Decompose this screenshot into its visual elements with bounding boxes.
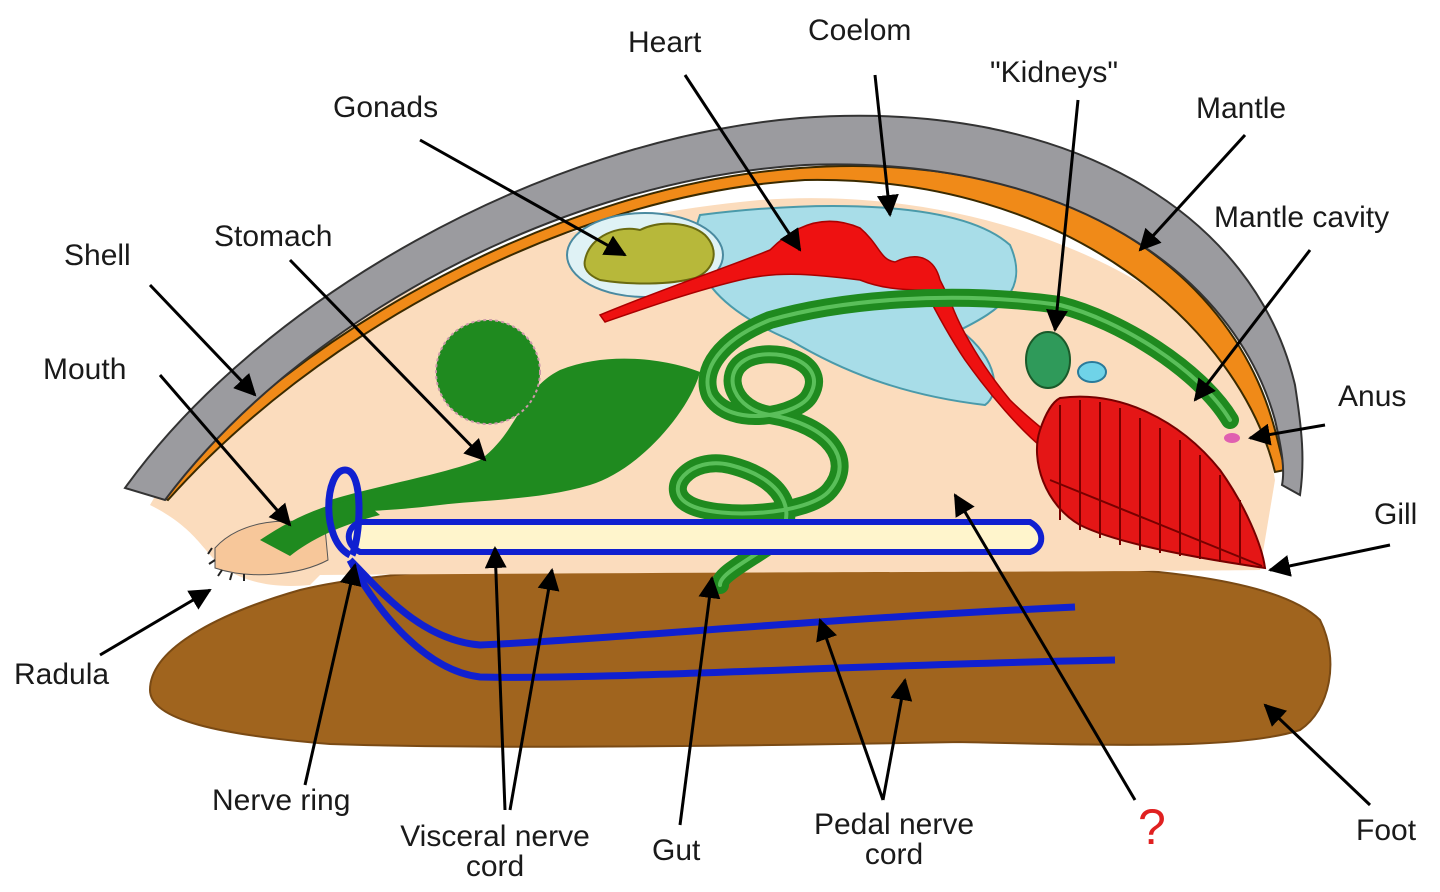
radula-teeth <box>207 547 245 581</box>
label-anus: Anus <box>1338 380 1407 413</box>
arrow-gonads <box>419 138 627 257</box>
label-pedal-line-2: cord <box>864 838 924 871</box>
arrow-stomach <box>288 258 487 462</box>
arrow-mantle-cavity <box>1193 249 1312 402</box>
label-coelom: Coelom <box>808 14 912 47</box>
label-shell: Shell <box>64 239 131 272</box>
arrow-mouth <box>158 374 292 527</box>
label-gill: Gill <box>1374 498 1418 531</box>
label-question-mark: ? <box>1138 799 1166 855</box>
gill-lamellae <box>1049 400 1263 567</box>
shell <box>123 114 1304 502</box>
label-visceral-line-1: Visceral nerve <box>400 820 590 853</box>
pedal-nerve-cord-1 <box>347 557 1076 649</box>
arrow-question <box>953 493 1137 801</box>
arrow-radula <box>99 588 212 657</box>
label-nerve-ring: Nerve ring <box>212 784 351 817</box>
nerve-ring <box>325 466 363 559</box>
arrow-gill <box>1268 543 1391 577</box>
foot <box>148 561 1332 748</box>
leader-arrows <box>99 74 1391 826</box>
digestive-gland <box>435 319 541 425</box>
kidney <box>1025 331 1071 389</box>
arrow-nerve-ring <box>303 563 362 786</box>
label-heart: Heart <box>628 26 702 59</box>
label-mantle: Mantle <box>1196 92 1287 125</box>
arrow-kidneys <box>1046 99 1080 332</box>
arrow-coelom <box>873 74 899 217</box>
arrow-visceral-1 <box>484 546 507 811</box>
label-visceral-nerve-cord: Visceral nerve cord <box>380 822 610 882</box>
label-foot: Foot <box>1356 814 1417 847</box>
kidney-pore <box>1077 361 1107 383</box>
arrow-anus <box>1248 423 1326 446</box>
arrow-pedal-2 <box>881 678 913 801</box>
label-stomach: Stomach <box>214 220 333 253</box>
arrow-pedal-1 <box>816 618 885 801</box>
gill <box>1035 395 1267 570</box>
label-pedal-nerve-cord: Pedal nerve cord <box>796 810 992 870</box>
oesophagus <box>260 498 380 556</box>
arrow-foot <box>1263 703 1372 807</box>
anus-opening <box>1224 433 1240 443</box>
arrow-visceral-2 <box>508 568 560 811</box>
label-radula: Radula <box>14 658 110 691</box>
arrow-mantle <box>1138 133 1247 252</box>
visceral-nerve-cord <box>345 519 1045 555</box>
label-pedal-line-1: Pedal nerve <box>813 808 975 841</box>
label-kidneys: "Kidneys" <box>990 56 1119 89</box>
pedal-nerve-cord-2 <box>346 558 1116 681</box>
label-mouth: Mouth <box>43 353 127 386</box>
label-mantle-cavity: Mantle cavity <box>1214 201 1390 234</box>
mantle <box>156 165 1287 502</box>
arrow-gut <box>678 576 721 826</box>
arrow-heart <box>683 74 802 252</box>
stomach <box>330 358 700 512</box>
arrow-shell <box>148 283 257 397</box>
label-gut: Gut <box>652 834 701 867</box>
gut-highlight <box>675 295 1232 587</box>
label-visceral-line-2: cord <box>465 850 525 883</box>
label-gonads: Gonads <box>333 91 439 124</box>
